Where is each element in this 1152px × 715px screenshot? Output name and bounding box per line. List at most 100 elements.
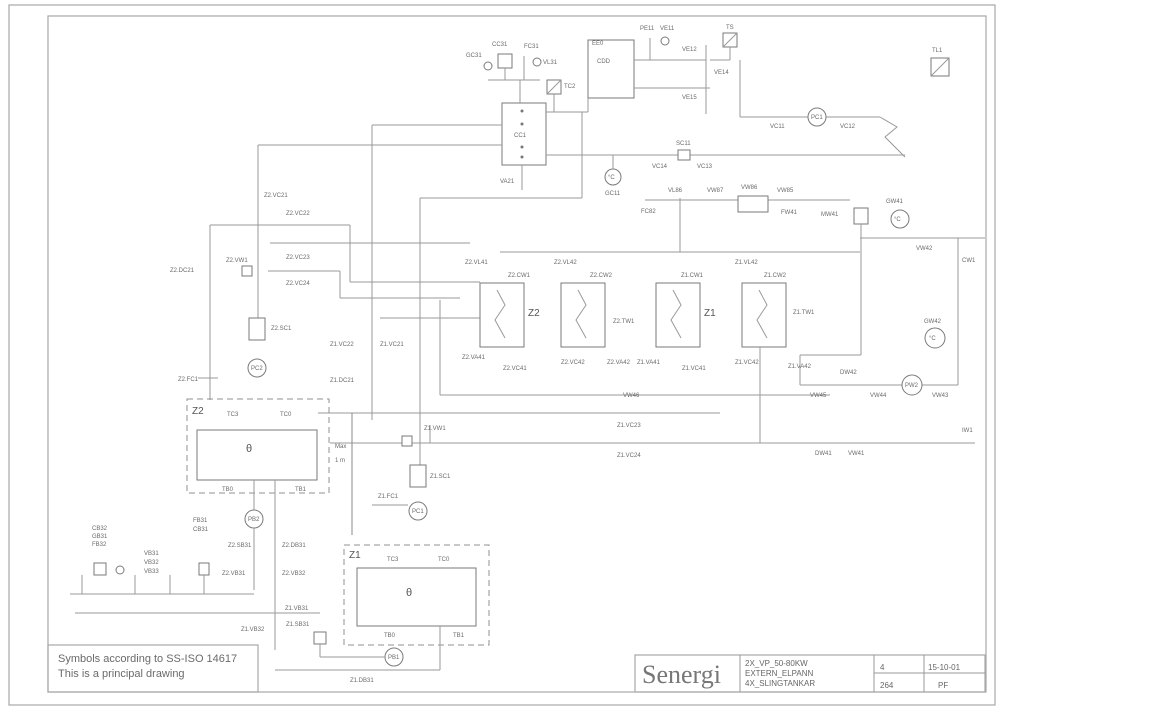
label-fc82: FC82: [641, 209, 656, 215]
z1-cw1-exchanger: [655, 282, 701, 348]
label-tl1: TL1: [932, 48, 943, 54]
label-vb33: VB33: [144, 569, 159, 575]
label-z2va42: Z2.VA42: [607, 360, 631, 366]
label-z2tb1: TB1: [295, 487, 307, 493]
label-fw41: FW41: [781, 210, 798, 216]
label-z2tc0: TC0: [280, 412, 292, 418]
label-pw2: PW2: [905, 383, 919, 389]
label-mw41: MW41: [821, 212, 839, 218]
label-fc31: FC31: [524, 44, 539, 50]
label-z2va41: Z2.VA41: [462, 355, 486, 361]
label-max_bottom: 1 m: [335, 458, 345, 464]
label-z2vb31: Z2.VB31: [222, 571, 246, 577]
label-cw1: CW1: [962, 258, 976, 264]
label-z1vc42: Z1.VC42: [735, 360, 759, 366]
label-iw1: IW1: [962, 428, 973, 434]
z2-column: Z2.VC21 Z2.VC22 Z2.VC23 Z2.VC24 Z2.VW1 Z…: [170, 193, 353, 650]
water-side: FC82 VL86 VW87 VW86 VW85 FW41 MW41 °C GW…: [641, 185, 985, 457]
label-z2db31: Z2.DB31: [282, 543, 306, 549]
label-gc31: GC31: [466, 53, 482, 59]
z2-cw1-exchanger: [479, 282, 525, 348]
heat-exchangers: Z2.VL41 Z2.CW1 Z2.VL42 Z2.CW2 Z2 Z2.TW1 …: [462, 198, 860, 459]
label-ve12: VE12: [682, 47, 697, 53]
label-z1pc: PC1: [412, 509, 424, 515]
label-cc31: CC31: [492, 42, 508, 48]
label-z1tc3: TC3: [387, 557, 399, 563]
title-number-bottom: 264: [880, 681, 894, 690]
label-z1tc0: TC0: [438, 557, 450, 563]
notes-line-1: Symbols according to SS-ISO 14617: [58, 653, 238, 665]
label-z1sc1: Z1.SC1: [430, 474, 451, 480]
label-va21: VA21: [500, 179, 515, 185]
top-piping: EE0 CDD CC1 TC2 GC31 CC31 FC31 VL31 VA21…: [466, 25, 950, 197]
main-pipes: [209, 112, 830, 470]
label-vw86: VW86: [741, 185, 758, 191]
label-z2cw1: Z2.CW1: [508, 273, 531, 279]
ee0-label: EE0: [592, 41, 604, 47]
label-z1tb0: TB0: [384, 633, 396, 639]
label-theta: θ: [406, 587, 412, 599]
label-vw41: VW41: [848, 451, 865, 457]
ee0-unit: [587, 39, 635, 99]
label-vw87: VW87: [707, 188, 724, 194]
label-z2pb: PB2: [248, 517, 260, 523]
label-z2tag: Z2: [528, 308, 540, 319]
title-line-2: EXTERN_ELPANN: [745, 669, 814, 678]
label-gw41: GW41: [886, 199, 904, 205]
label-dw42: DW42: [840, 370, 857, 376]
label-z2pc: PC2: [251, 366, 263, 372]
label-dw41: DW41: [815, 451, 832, 457]
z1-column: Z1.VC22 Z1.VC21 Z1.DC21 Z1.VW1 Z1.SC1 PC…: [241, 342, 490, 684]
label-z1sb31: Z1.SB31: [286, 622, 310, 628]
label-z1pb: PB1: [388, 655, 400, 661]
z2-cw2-exchanger: [560, 282, 606, 348]
label-z2tb0: TB0: [222, 487, 234, 493]
label-z1tag: Z1: [704, 308, 716, 319]
label-z1cw1: Z1.CW1: [681, 273, 704, 279]
label-vw45: VW45: [810, 393, 827, 399]
label-z1: Z1: [349, 550, 361, 561]
svg-text:CDD: CDD: [597, 59, 611, 65]
drawing-notes: Symbols according to SS-ISO 14617 This i…: [58, 652, 237, 682]
title-line-3: 4X_SLINGTANKAR: [745, 679, 816, 688]
label-cb31: CB31: [193, 527, 209, 533]
label-vc14: VC14: [652, 164, 668, 170]
label-z1vc24: Z1.VC24: [617, 453, 641, 459]
label-z1fc1: Z1.FC1: [378, 494, 399, 500]
title-initials: PF: [938, 681, 949, 690]
label-vw44: VW44: [870, 393, 887, 399]
label-z1va41: Z1.VA41: [637, 360, 661, 366]
label-z2tc3: TC3: [227, 412, 239, 418]
label-vw85: VW85: [777, 188, 794, 194]
label-z2vc24: Z2.VC24: [286, 281, 310, 287]
label-fb32: FB32: [92, 542, 107, 548]
label-gc11: GC11: [605, 191, 621, 197]
label-ts: TS: [726, 25, 734, 31]
title-line-1: 2X_VP_50-80KW: [745, 659, 808, 668]
label-z1cw2: Z1.CW2: [764, 273, 787, 279]
label-z1vb31: Z1.VB31: [285, 606, 309, 612]
title-date: 15-10-01: [928, 663, 961, 672]
label-z2tw1: Z2.TW1: [613, 319, 635, 325]
label-z2vc22: Z2.VC22: [286, 211, 310, 217]
label-vw46: VW46: [623, 393, 640, 399]
label-vl31: VL31: [543, 60, 558, 66]
label-tc2: TC2: [564, 84, 576, 90]
label-z2sb31: Z2.SB31: [228, 543, 252, 549]
label-max_top: Max: [335, 444, 346, 450]
label-vc13: VC13: [697, 164, 713, 170]
label-z1dc21: Z1.DC21: [330, 378, 355, 384]
label-z2vw1: Z2.VW1: [226, 258, 248, 264]
label-theta: θ: [246, 443, 252, 455]
label-z1vc41: Z1.VC41: [682, 366, 706, 372]
svg-text:°C: °C: [929, 336, 936, 342]
notes-box: [47, 644, 259, 693]
cc1-unit: [501, 102, 547, 166]
label-sc11: SC11: [676, 141, 691, 147]
label-z1vc22: Z1.VC22: [330, 342, 354, 348]
label-pe11: PE11: [640, 26, 655, 32]
svg-text:°C: °C: [608, 175, 615, 181]
label-vb31: VB31: [144, 551, 159, 557]
label-z1vw1: Z1.VW1: [424, 426, 446, 432]
